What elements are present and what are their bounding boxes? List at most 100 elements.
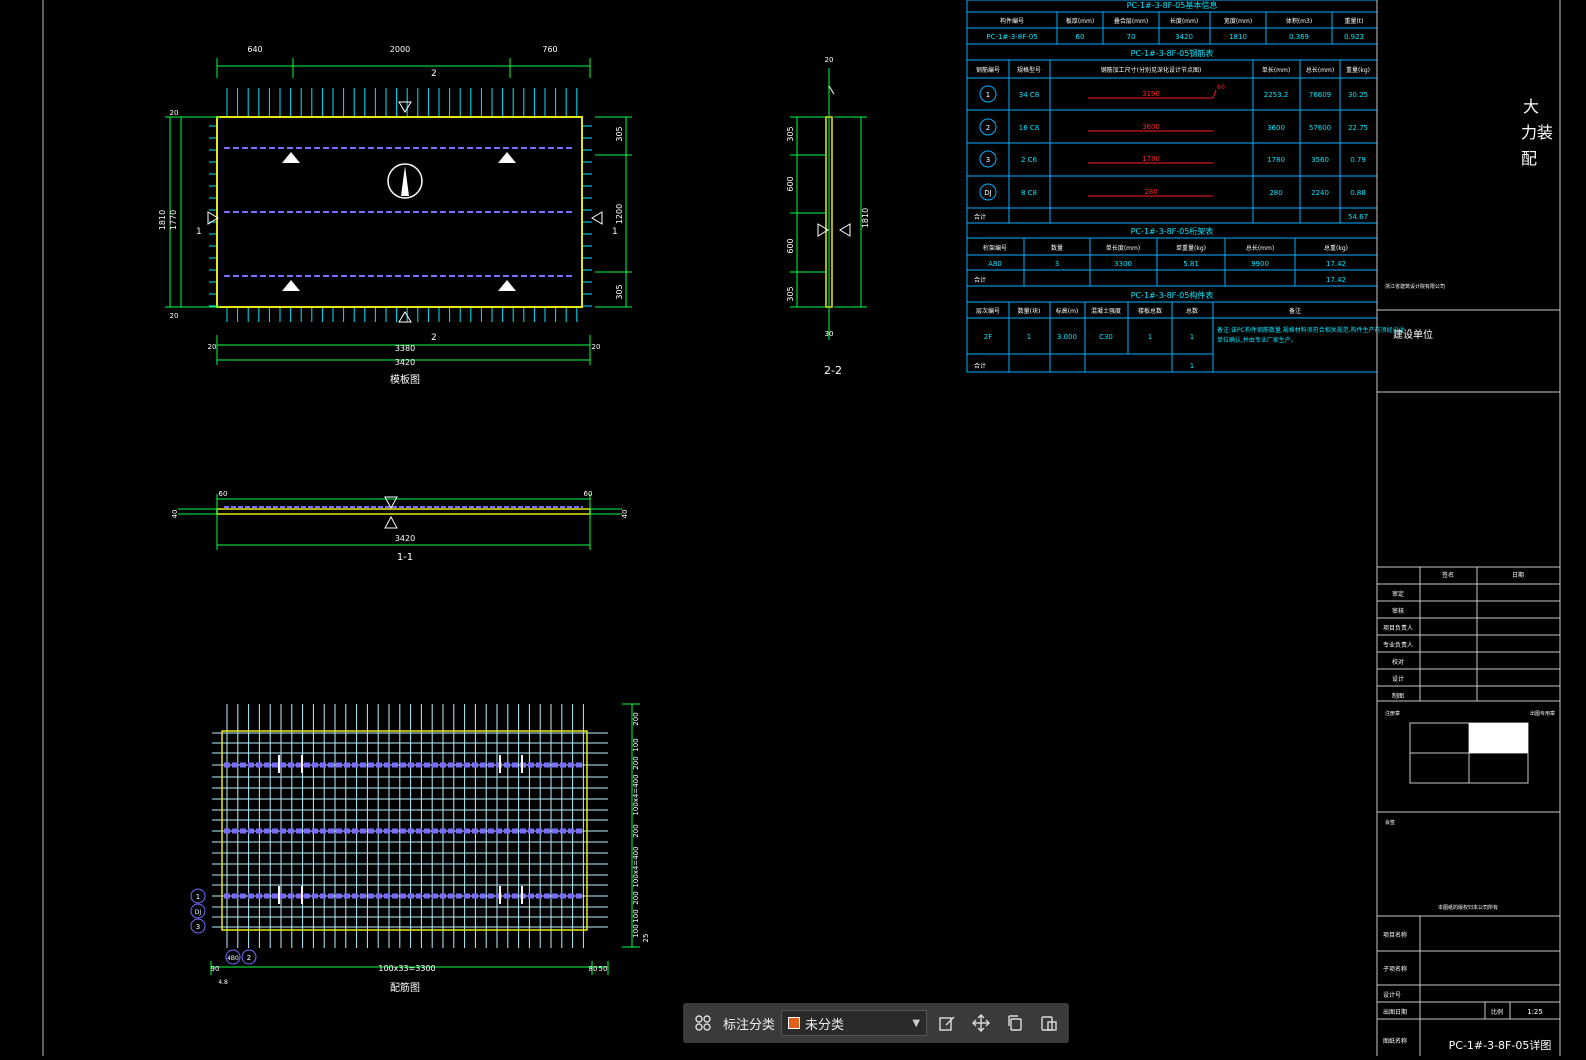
table-cell: 单位确认,并由专业厂家生产。 [1217, 336, 1297, 344]
table-cell: PC-1#-3-8F-05构件表 [1131, 290, 1214, 300]
dim-text: 20 [208, 343, 217, 351]
dim-text: 3380 [395, 344, 415, 353]
dim-text: 305 [786, 126, 795, 141]
table-cell: 1 [1190, 362, 1194, 370]
table-cell: 17.42 [1326, 276, 1346, 284]
scale-label: 比例 [1491, 1008, 1503, 1016]
table-cell: 16 C8 [1019, 124, 1039, 132]
table-cell: 5.81 [1183, 260, 1199, 268]
table-cell: 标高(m) [1056, 307, 1079, 315]
dim-text: 50 [599, 965, 608, 973]
plan-view: 640 2000 760 20 3380 20 3420 20 1770 181… [158, 45, 632, 386]
dim-text: 100x4=400 [632, 774, 640, 815]
company-name: 大 [1523, 97, 1539, 116]
company-name: 力装 [1521, 123, 1553, 142]
dim-text: 20 [170, 109, 179, 117]
table-cell: 单重量(kg) [1176, 244, 1206, 252]
category-select-value: 未分类 [805, 1016, 845, 1032]
dim-text: 305 [615, 126, 624, 141]
table-cell: A80 [988, 260, 1002, 268]
section-arrow-icon [817, 223, 829, 237]
table-cell: 280 [1269, 189, 1282, 197]
dim-text: 3420 [395, 358, 415, 367]
table-cell: 60 [1217, 84, 1225, 91]
dim-text: 90 [211, 965, 220, 973]
dim-text: 200 [632, 824, 640, 837]
paste-icon[interactable] [1035, 1009, 1063, 1037]
annotation-toolbar: 标注分类 未分类 ▼ [683, 1003, 1069, 1043]
dim-text: 1200 [615, 204, 624, 224]
table-cell: 1810 [1229, 33, 1247, 41]
callout-text: 3 [196, 923, 200, 931]
view-title: 配筋图 [390, 981, 420, 994]
dim-text: 100 [632, 924, 640, 937]
lifting-point-icon [498, 152, 516, 163]
rebar-grid-vertical [226, 704, 584, 948]
plan-dimension-lines [165, 58, 632, 365]
table-cell: 3300 [1114, 260, 1132, 268]
table-cell: 总重(kg) [1324, 244, 1348, 252]
drawing-label: 图纸名称 [1383, 1037, 1407, 1045]
section-arrow-icon [384, 515, 398, 529]
section-mark: 2 [431, 333, 437, 343]
move-icon[interactable] [967, 1009, 995, 1037]
table-cell: 总长(mm) [1246, 244, 1274, 252]
annotation-category-select[interactable]: 未分类 ▼ [781, 1010, 928, 1036]
edit-icon[interactable] [933, 1009, 961, 1037]
table-cell: 34 C8 [1019, 91, 1039, 99]
table-cell: 54.67 [1348, 213, 1368, 221]
table-cell: PC-1#-3-8F-05桁架表 [1131, 226, 1214, 236]
table-cell: 3600 [1267, 124, 1285, 132]
table-cell: 楼板总数 [1138, 307, 1162, 315]
table-cell: 宽度(mm) [1224, 17, 1252, 25]
table-cell: 8 C8 [1021, 189, 1037, 197]
sign-row-label: 专业负责人 [1383, 641, 1413, 649]
table-cell: 总长(mm) [1306, 66, 1334, 74]
dim-text: 20 [825, 56, 834, 64]
table-cell: 0.79 [1350, 156, 1366, 164]
dim-text: 20 [170, 312, 179, 320]
table-cell: 备注 [1289, 307, 1301, 315]
callout-text: 1 [196, 893, 200, 901]
plan-studs-right [582, 125, 592, 307]
dim-text: 200 [632, 891, 640, 904]
table-cell: 钢筋加工尺寸(分别见深化设计节点图) [1101, 66, 1202, 74]
section-mark: 1 [612, 227, 618, 237]
table-cell: 0.369 [1289, 33, 1309, 41]
table-cell: 数量(块) [1018, 307, 1041, 315]
table-cell: 0.88 [1350, 189, 1366, 197]
dim-text: 100 [632, 909, 640, 922]
sign-row-label: 项目负责人 [1383, 624, 1413, 632]
table-cell: 1 [986, 91, 990, 99]
apps-icon[interactable] [689, 1009, 717, 1037]
table-cell: 2F [984, 333, 992, 341]
table-cell: 层次编号 [976, 307, 1000, 315]
build-unit-label: 建设单位 [1393, 328, 1433, 341]
scale-value: 1:25 [1527, 1008, 1543, 1016]
table-cell: 30.25 [1348, 91, 1368, 99]
dim-text: 40 [621, 510, 629, 519]
table-cell: 总数 [1186, 307, 1198, 315]
table-cell: 规格型号 [1017, 66, 1041, 74]
plan-studs-left [209, 125, 217, 307]
rebar-view: 200100200100x4=400200100x4=4002001001002… [190, 703, 650, 994]
table-cell: 桁架编号 [983, 244, 1007, 252]
dim-text: 40 [171, 510, 179, 519]
table-cell: C30 [1099, 333, 1113, 341]
stamp-label: 出图专用章 [1530, 710, 1555, 717]
sign-row-label: 制图 [1392, 692, 1404, 700]
dim-text: 600 [786, 176, 795, 191]
copy-icon[interactable] [1001, 1009, 1029, 1037]
project-label: 设计号 [1383, 991, 1401, 999]
table-cell: 叠合层(mm) [1114, 17, 1148, 25]
section-2-2: 20 30 305 600 600 305 1810 2-2 [786, 56, 870, 377]
dim-text: 30 [825, 330, 834, 338]
table-cell: PC-1#-3-8F-05钢筋表 [1131, 48, 1214, 58]
dim-text: 4.8 [218, 979, 228, 986]
section-arrow-icon [839, 223, 851, 237]
section-1-1: 60 60 40 40 3420 1-1 [171, 490, 629, 563]
table-cell: 9900 [1251, 260, 1269, 268]
table-cell: 17.42 [1326, 260, 1346, 268]
